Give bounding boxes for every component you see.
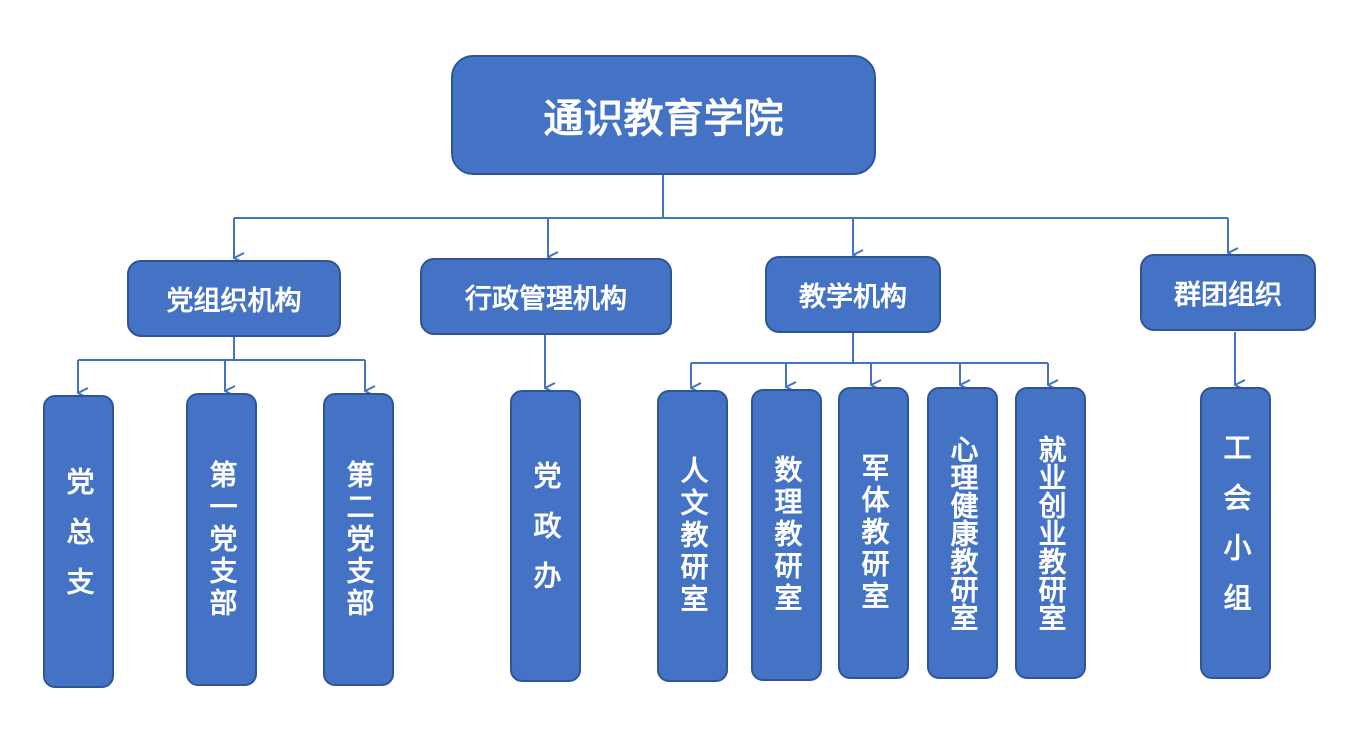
- node-admin-office[interactable]: 党政办: [510, 390, 581, 682]
- node-label: 数理教研室: [770, 455, 804, 615]
- node-label: 人文教研室: [676, 456, 710, 616]
- node-label: 党政办: [529, 461, 563, 611]
- node-party-general-branch[interactable]: 党总支: [43, 395, 114, 688]
- node-label: 行政管理机构: [465, 284, 627, 315]
- node-mental-health-office[interactable]: 心理健康教研室: [927, 387, 998, 679]
- node-party-branch-2[interactable]: 第二党支部: [323, 393, 394, 686]
- node-root-label: 通识教育学院: [543, 95, 784, 142]
- node-label: 第二党支部: [342, 459, 376, 620]
- node-label: 工会小组: [1219, 433, 1253, 633]
- node-label: 军体教研室: [857, 453, 891, 613]
- node-union-group[interactable]: 工会小组: [1200, 387, 1271, 679]
- node-dept-teaching[interactable]: 教学机构: [765, 256, 941, 333]
- node-label: 第一党支部: [205, 459, 239, 620]
- node-label: 党总支: [62, 466, 96, 617]
- node-label: 党组织机构: [166, 286, 302, 317]
- node-dept-mass[interactable]: 群团组织: [1140, 254, 1316, 331]
- node-math-physics-office[interactable]: 数理教研室: [751, 389, 822, 681]
- node-dept-party[interactable]: 党组织机构: [127, 260, 341, 337]
- node-label: 群团组织: [1174, 280, 1282, 311]
- node-career-office[interactable]: 就业创业教研室: [1015, 387, 1086, 679]
- node-humanities-office[interactable]: 人文教研室: [657, 390, 728, 682]
- node-military-pe-office[interactable]: 军体教研室: [838, 387, 909, 679]
- node-party-branch-1[interactable]: 第一党支部: [186, 393, 257, 686]
- node-dept-admin[interactable]: 行政管理机构: [420, 258, 672, 335]
- node-label: 就业创业教研室: [1034, 435, 1068, 631]
- node-label: 心理健康教研室: [946, 435, 980, 631]
- node-root[interactable]: 通识教育学院: [451, 55, 876, 175]
- node-label: 教学机构: [799, 282, 907, 313]
